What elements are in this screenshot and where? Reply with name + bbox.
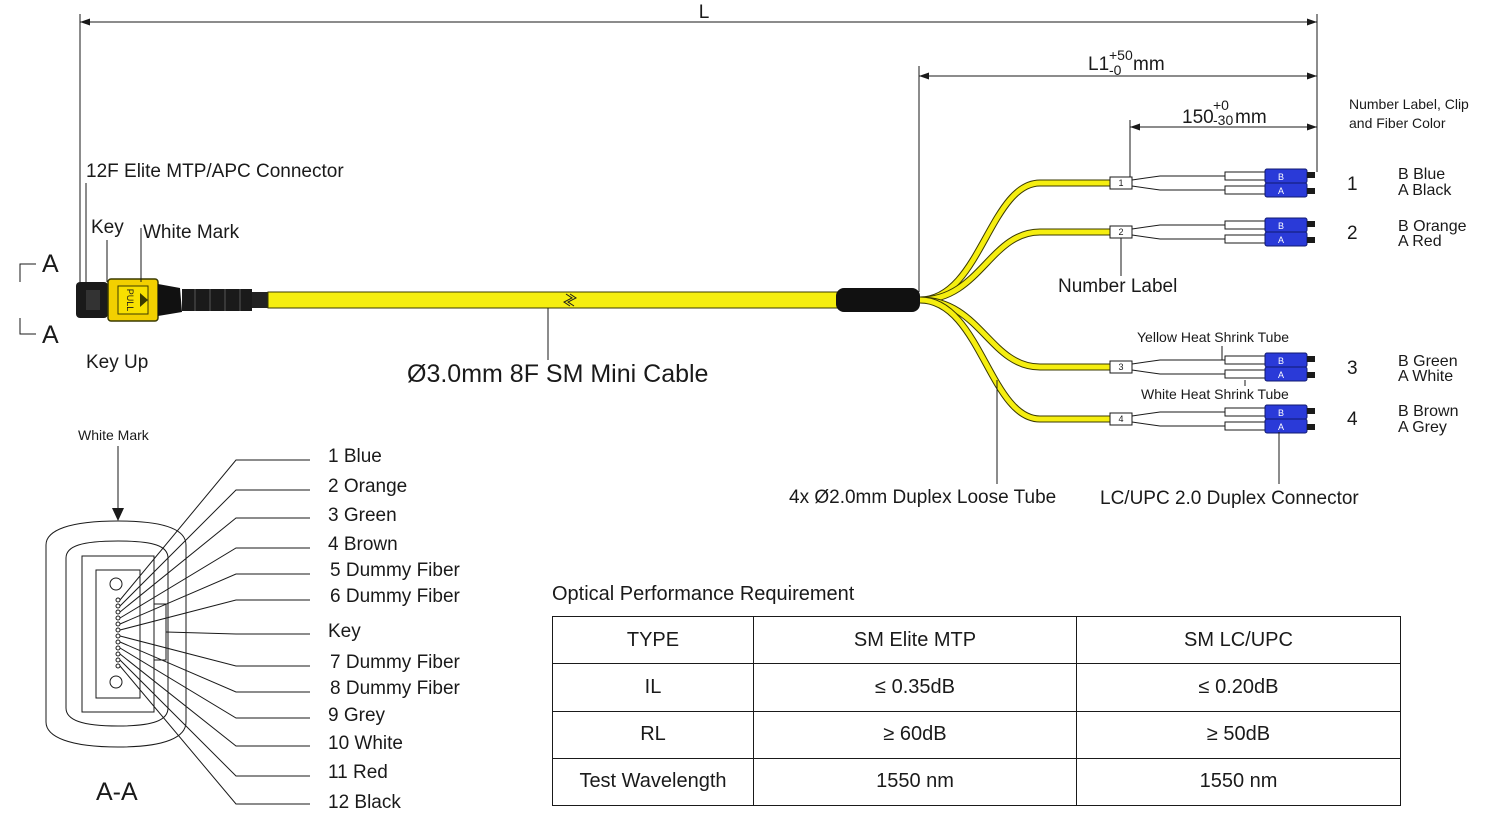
row-type: Test Wavelength bbox=[552, 757, 754, 807]
dimension-l: L bbox=[79, 2, 1318, 300]
table-title: Optical Performance Requirement bbox=[552, 583, 855, 605]
svg-text:3: 3 bbox=[1118, 362, 1123, 372]
svg-text:A: A bbox=[42, 250, 59, 278]
fiber-label-5: 5 Dummy Fiber bbox=[330, 560, 461, 581]
leg-4-a-color: A Grey bbox=[1398, 419, 1447, 436]
svg-text:1: 1 bbox=[1118, 178, 1123, 188]
header-type: TYPE bbox=[552, 615, 754, 665]
svg-text:B: B bbox=[1278, 221, 1284, 231]
section-title: A-A bbox=[96, 778, 138, 806]
leg-number-3: 3 bbox=[1347, 358, 1358, 379]
optical-performance-table: TYPE SM Elite MTP SM LC/UPC IL ≤ 0.35dB … bbox=[552, 615, 1401, 807]
dimension-l1-tol-plus: +50 bbox=[1109, 47, 1133, 63]
main-cable bbox=[267, 288, 920, 312]
svg-text:A: A bbox=[1278, 186, 1284, 196]
leg-2: 2 B A bbox=[1109, 217, 1315, 247]
leg-number-1: 1 bbox=[1347, 174, 1358, 195]
number-label-callout: Number Label bbox=[1058, 276, 1177, 297]
fiber-label-3: 3 Green bbox=[328, 505, 397, 526]
table-header-row: TYPE SM Elite MTP SM LC/UPC bbox=[552, 615, 1401, 665]
leg-3-b-color: B Green bbox=[1398, 353, 1458, 370]
leg-1: 1 B A bbox=[1109, 168, 1315, 198]
row-mtp-value: ≤ 0.35dB bbox=[753, 663, 1077, 712]
header-mtp: SM Elite MTP bbox=[753, 615, 1077, 665]
breakout-legs bbox=[919, 179, 1110, 423]
key-up-label: Key Up bbox=[86, 352, 148, 373]
svg-text:A: A bbox=[1278, 422, 1284, 432]
table-row: IL ≤ 0.35dB ≤ 0.20dB bbox=[552, 663, 1401, 712]
mtp-connector: PULL bbox=[76, 278, 268, 322]
dimension-150-tol-minus: -30 bbox=[1213, 112, 1233, 128]
dimension-150: 150 +0 -30 mm bbox=[1129, 97, 1317, 178]
leg-4: 4 B A bbox=[1109, 404, 1315, 434]
key-callout: Key bbox=[91, 217, 124, 238]
dimension-150-tol-plus: +0 bbox=[1213, 97, 1229, 113]
dimension-l1: L1 +50 -0 mm bbox=[918, 47, 1317, 292]
dimension-l1-tol-minus: -0 bbox=[1109, 62, 1122, 78]
table-row: Test Wavelength 1550 nm 1550 nm bbox=[552, 757, 1401, 807]
leg-3: 3 B A bbox=[1109, 352, 1315, 382]
section-mark-bottom: A bbox=[19, 318, 59, 349]
fiber-label-8: 8 Dummy Fiber bbox=[330, 678, 461, 699]
white-mark-callout: White Mark bbox=[143, 222, 240, 243]
header-lc: SM LC/UPC bbox=[1076, 615, 1401, 665]
fiber-label-12: 12 Black bbox=[328, 792, 401, 813]
leg-number-2: 2 bbox=[1347, 223, 1358, 244]
leg-4-b-color: B Brown bbox=[1398, 403, 1458, 420]
section-view: White Mark 1 bbox=[45, 427, 461, 813]
yellow-shrink-callout: Yellow Heat Shrink Tube bbox=[1137, 329, 1289, 345]
fiber-label-2: 2 Orange bbox=[328, 476, 407, 497]
section-white-mark-label: White Mark bbox=[78, 427, 150, 443]
fiber-label-11: 11 Red bbox=[328, 762, 388, 783]
dimension-l1-label: L1 bbox=[1088, 54, 1109, 75]
loose-tube-callout: 4x Ø2.0mm Duplex Loose Tube bbox=[789, 487, 1056, 508]
fiber-label-10: 10 White bbox=[328, 733, 403, 754]
table-row: RL ≥ 60dB ≥ 50dB bbox=[552, 710, 1401, 759]
row-lc-value: ≤ 0.20dB bbox=[1076, 663, 1401, 712]
dimension-150-label: 150 bbox=[1182, 107, 1214, 128]
svg-text:B: B bbox=[1278, 172, 1284, 182]
row-lc-value: 1550 nm bbox=[1076, 757, 1401, 807]
svg-text:B: B bbox=[1278, 408, 1284, 418]
leg-1-b-color: B Blue bbox=[1398, 166, 1445, 183]
section-mark-top: A bbox=[19, 250, 59, 282]
svg-text:2: 2 bbox=[1118, 227, 1123, 237]
svg-text:B: B bbox=[1278, 356, 1284, 366]
fiber-label-1: 1 Blue bbox=[328, 446, 382, 467]
pull-tab-label: PULL bbox=[125, 289, 135, 312]
fiber-label-9: 9 Grey bbox=[328, 705, 386, 726]
white-shrink-callout: White Heat Shrink Tube bbox=[1141, 386, 1289, 402]
row-mtp-value: 1550 nm bbox=[753, 757, 1077, 807]
svg-text:4: 4 bbox=[1118, 414, 1123, 424]
fiber-color-callout: and Fiber Color bbox=[1349, 115, 1446, 131]
number-label-clip-callout: Number Label, Clip bbox=[1349, 96, 1469, 112]
connector-callout: 12F Elite MTP/APC Connector bbox=[86, 161, 344, 182]
row-lc-value: ≥ 50dB bbox=[1076, 710, 1401, 759]
leg-color-legend: 1 B Blue A Black 2 B Orange A Red 3 B Gr… bbox=[1347, 166, 1467, 436]
fiber-label-key: Key bbox=[328, 621, 361, 642]
cable-callout: Ø3.0mm 8F SM Mini Cable bbox=[407, 360, 708, 388]
dimension-150-unit: mm bbox=[1235, 107, 1267, 128]
leg-1-a-color: A Black bbox=[1398, 182, 1452, 199]
leg-2-a-color: A Red bbox=[1398, 233, 1442, 250]
svg-text:A: A bbox=[42, 321, 59, 349]
svg-text:A: A bbox=[1278, 370, 1284, 380]
fiber-label-4: 4 Brown bbox=[328, 534, 398, 555]
leg-2-b-color: B Orange bbox=[1398, 218, 1467, 235]
dimension-l-label: L bbox=[699, 2, 710, 23]
fiber-label-7: 7 Dummy Fiber bbox=[330, 652, 461, 673]
row-mtp-value: ≥ 60dB bbox=[753, 710, 1077, 759]
svg-text:A: A bbox=[1278, 235, 1284, 245]
fiber-label-6: 6 Dummy Fiber bbox=[330, 586, 461, 607]
lc-connector-callout: LC/UPC 2.0 Duplex Connector bbox=[1100, 488, 1359, 509]
leg-number-4: 4 bbox=[1347, 409, 1358, 430]
leg-3-a-color: A White bbox=[1398, 368, 1453, 385]
row-type: IL bbox=[552, 663, 754, 712]
row-type: RL bbox=[552, 710, 754, 759]
dimension-l1-unit: mm bbox=[1133, 54, 1165, 75]
